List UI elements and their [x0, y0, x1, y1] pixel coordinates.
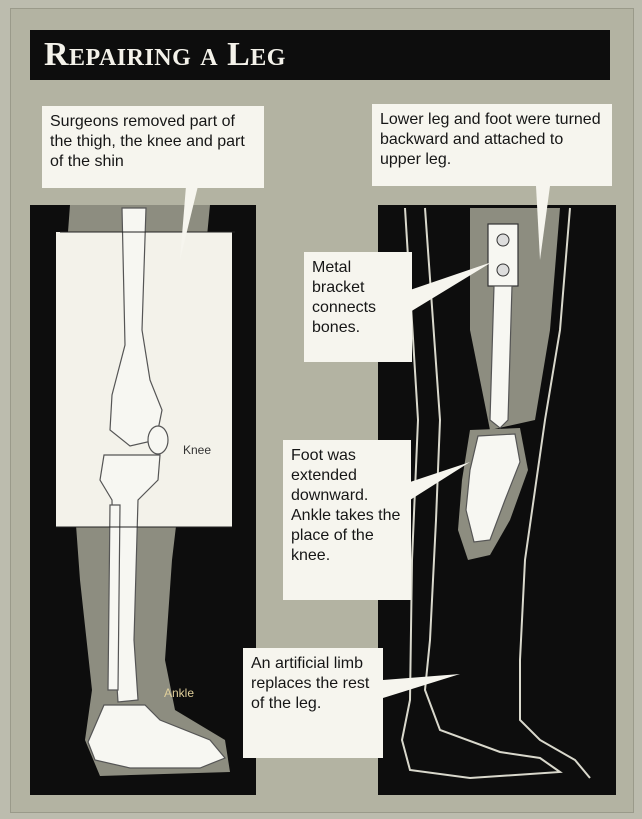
metal-bracket	[488, 224, 518, 286]
ankle-label: Ankle	[164, 686, 194, 700]
bracket-callout: Metal bracket connects bones.	[304, 252, 412, 362]
removed-section-callout: Surgeons removed part of the thigh, the …	[42, 106, 264, 188]
lower-leg-callout: Lower leg and foot were turned backward …	[372, 104, 612, 186]
foot-callout: Foot was extended downward. Ankle takes …	[283, 440, 411, 600]
artificial-limb-callout: An artificial limb replaces the rest of …	[243, 648, 383, 758]
rotated-foot-bones	[458, 428, 528, 560]
knee-label: Knee	[183, 443, 211, 457]
kneecap-bone	[148, 426, 168, 454]
rotated-shin-bones	[490, 286, 512, 428]
